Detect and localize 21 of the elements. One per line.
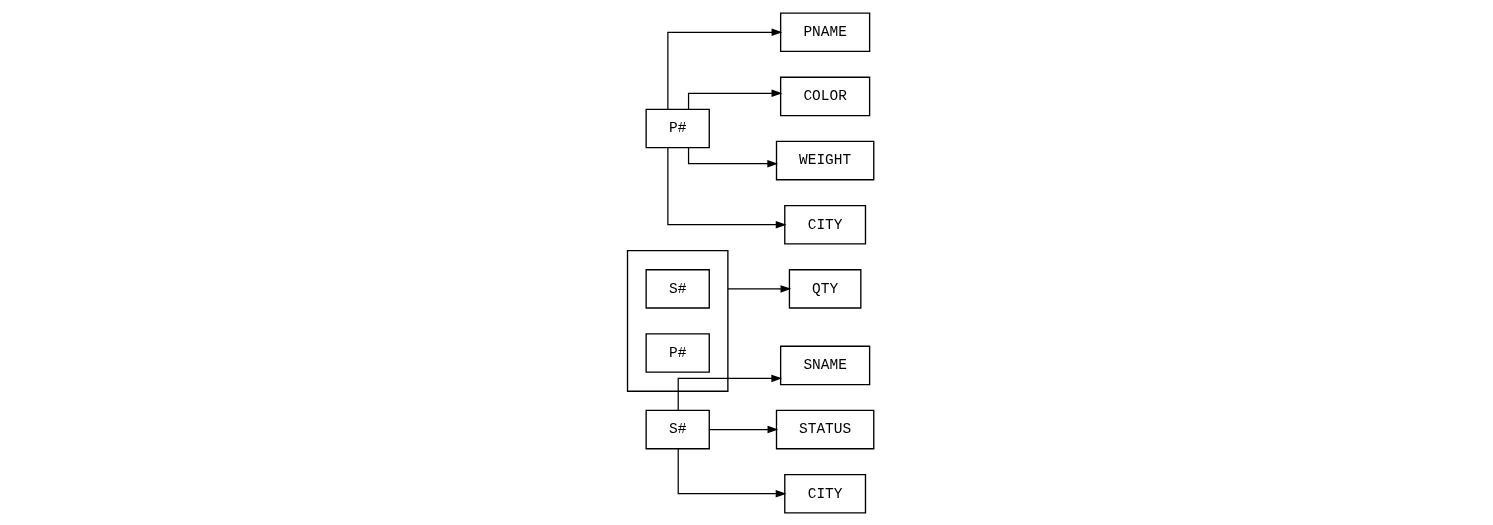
- node-box: WEIGHT: [775, 140, 875, 180]
- cluster: [626, 249, 729, 392]
- node-box: STATUS: [775, 409, 875, 449]
- arrow: [667, 28, 783, 110]
- node-box: P#: [645, 332, 710, 373]
- node-box: S#: [645, 268, 710, 309]
- arrow: [708, 425, 779, 433]
- node-box: PNAME: [779, 11, 871, 52]
- arrow: [677, 447, 787, 497]
- node-box: CITY: [784, 204, 867, 245]
- node-box: P#: [645, 108, 710, 148]
- node-box: SNAME: [779, 345, 871, 385]
- arrow: [677, 374, 783, 411]
- arrow: [727, 284, 792, 293]
- node-box: QTY: [788, 268, 862, 309]
- arrow: [667, 146, 787, 228]
- node-box: S#: [645, 409, 710, 449]
- arrow: [687, 146, 779, 167]
- node-box: COLOR: [779, 76, 871, 116]
- node-box: CITY: [784, 473, 867, 514]
- arrow: [687, 89, 783, 110]
